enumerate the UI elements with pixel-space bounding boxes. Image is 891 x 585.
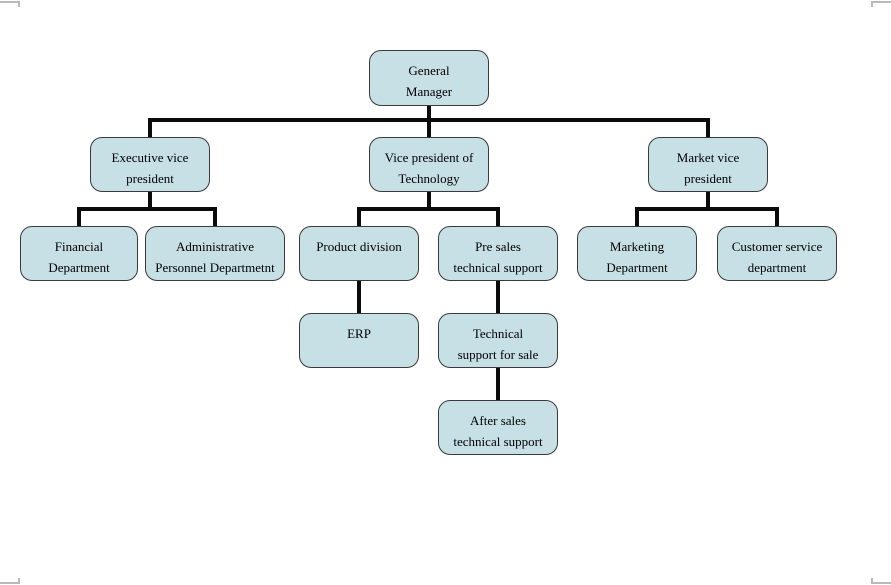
node-financial-department[interactable]: Financial Department — [20, 226, 138, 281]
node-label-line1: Pre sales — [475, 239, 521, 254]
node-label-line2: Department — [48, 260, 110, 275]
connector-stub-marketing — [635, 209, 639, 226]
connector-stub-pre-sales — [496, 209, 500, 226]
connector-gm-trunk — [427, 106, 431, 120]
connector-technology-trunk — [427, 192, 431, 207]
node-administrative-personnel-department[interactable]: Administrative Personnel Departmetnt — [145, 226, 285, 281]
node-label-line1: ERP — [347, 326, 371, 341]
node-label-line2: president — [684, 171, 732, 186]
node-label-line2: Personnel Departmetnt — [155, 260, 275, 275]
node-label-line1: After sales — [470, 413, 526, 428]
node-label-line1: Vice president of — [384, 150, 474, 165]
node-label-line2: technical support — [453, 434, 543, 449]
connector-techsupport-to-aftersales — [496, 368, 500, 400]
node-vice-president-of-technology[interactable]: Vice president of Technology — [369, 137, 489, 192]
node-label-line1: General — [408, 63, 450, 78]
connector-executive-trunk — [148, 192, 152, 207]
node-label-line2: technical support — [453, 260, 543, 275]
node-label-line1: Executive vice — [111, 150, 189, 165]
page-corner-mark-bottom-left — [0, 578, 20, 584]
connector-market-children-rail — [635, 207, 779, 211]
connector-stub-financial — [77, 209, 81, 226]
page-corner-mark-top-right — [871, 1, 891, 7]
node-label-line1: Marketing — [609, 239, 665, 254]
node-label-line1: Customer service — [731, 239, 823, 254]
node-label-line2: Manager — [405, 84, 453, 99]
node-label-line1: Product division — [316, 239, 402, 254]
node-label-line2: Department — [606, 260, 668, 275]
connector-stub-executive-vp — [148, 120, 152, 137]
node-marketing-department[interactable]: Marketing Department — [577, 226, 697, 281]
connector-stub-admin-personnel — [213, 209, 217, 226]
connector-technology-children-rail — [357, 207, 500, 211]
node-label-line2: president — [126, 171, 174, 186]
connector-stub-vp-technology — [427, 120, 431, 137]
page-corner-mark-top-left — [0, 1, 20, 7]
node-label-line2: department — [747, 260, 807, 275]
connector-presales-to-techsupport — [496, 281, 500, 313]
connector-stub-customer-service — [775, 209, 779, 226]
node-market-vice-president[interactable]: Market vice president — [648, 137, 768, 192]
node-executive-vice-president[interactable]: Executive vice president — [90, 137, 210, 192]
connector-market-trunk — [706, 192, 710, 207]
connector-stub-product-division — [357, 209, 361, 226]
node-pre-sales-technical-support[interactable]: Pre sales technical support — [438, 226, 558, 281]
node-after-sales-technical-support[interactable]: After sales technical support — [438, 400, 558, 455]
node-label-line2: Technology — [398, 171, 460, 186]
node-erp[interactable]: ERP — [299, 313, 419, 368]
connector-product-to-erp — [357, 281, 361, 313]
node-general-manager[interactable]: General Manager — [369, 50, 489, 106]
connector-stub-market-vp — [706, 120, 710, 137]
connector-executive-children-rail — [77, 207, 217, 211]
page-corner-mark-bottom-right — [871, 578, 891, 584]
node-technical-support-for-sale[interactable]: Technical support for sale — [438, 313, 558, 368]
node-label-line1: Technical — [472, 326, 524, 341]
node-label-line1: Market vice — [676, 150, 740, 165]
node-label-line1: Administrative — [176, 239, 254, 254]
node-product-division[interactable]: Product division — [299, 226, 419, 281]
node-customer-service-department[interactable]: Customer service department — [717, 226, 837, 281]
node-label-line1: Financial — [54, 239, 104, 254]
node-label-line2: support for sale — [457, 347, 539, 362]
